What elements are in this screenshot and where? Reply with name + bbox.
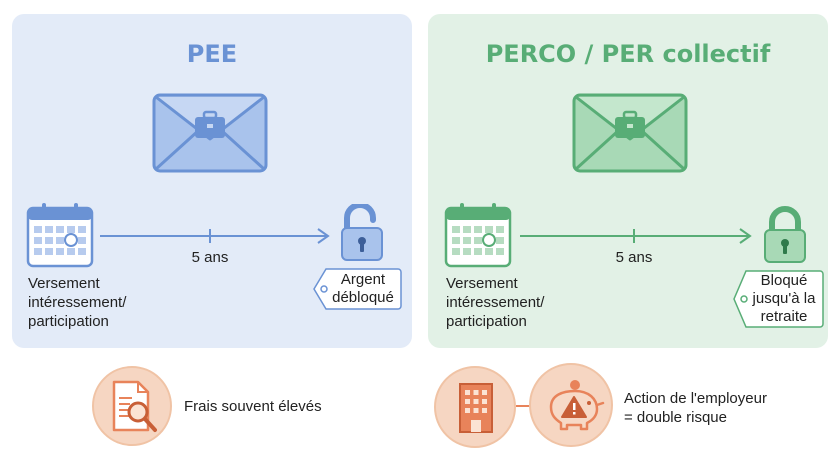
perco-tag-label: Bloqué jusqu'à la retraite (752, 272, 816, 325)
perco-duration: 5 ans (615, 249, 653, 266)
envelope-briefcase-icon (572, 93, 688, 173)
fees-circle (92, 366, 172, 446)
pee-tag: Argent débloqué (312, 267, 402, 311)
perco-tag: Bloqué jusqu'à la retraite (732, 269, 824, 329)
fees-label: Frais souvent élevés (184, 398, 322, 415)
perco-deposit-label: Versement intéressement/ participation (446, 275, 545, 330)
calendar-icon (26, 203, 94, 268)
document-magnifier-icon (112, 380, 157, 432)
envelope-briefcase-icon (152, 93, 268, 173)
perco-title: PERCO / PER collectif (485, 40, 771, 68)
risk-label: Action de l'employeur = double risque (624, 390, 767, 426)
pee-title: PEE (186, 40, 238, 68)
perco-panel: PERCO / PER collectif 5 ans Versement in… (428, 14, 828, 348)
timeline-arrow (100, 228, 330, 244)
pee-tag-label: Argent débloqué (332, 271, 394, 306)
piggy-circle (529, 363, 613, 447)
office-building-icon (459, 383, 493, 433)
unlocked-padlock-icon (341, 204, 383, 261)
calendar-icon (444, 203, 512, 268)
pee-deposit-label: Versement intéressement/ participation (28, 275, 127, 330)
pee-duration: 5 ans (191, 249, 229, 266)
pee-panel: PEE 5 ans Versement intéressement/ parti… (12, 14, 412, 348)
piggy-bank-warning-icon (549, 380, 605, 431)
timeline-arrow (520, 228, 752, 244)
locked-padlock-icon (764, 206, 806, 263)
building-circle (434, 366, 516, 448)
